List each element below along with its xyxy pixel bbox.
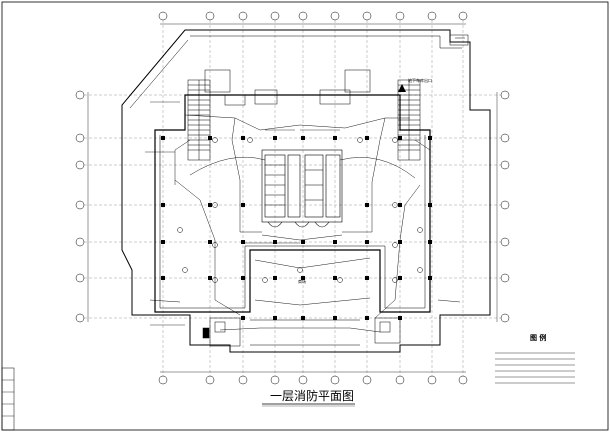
elevator-core [261, 149, 343, 228]
detector-symbols [177, 137, 423, 283]
entrance-area [202, 317, 401, 347]
top-right-notch [449, 34, 469, 46]
fire-alarm-wiring [149, 114, 461, 333]
tower-outline [154, 94, 431, 313]
left-leaders [145, 101, 340, 326]
right-axis-bubbles [500, 90, 510, 323]
stair-right [397, 79, 421, 161]
building-outline [121, 29, 491, 353]
area-label: 商场 [298, 278, 306, 284]
stair-left [187, 79, 211, 161]
dimension-lines [87, 23, 498, 373]
top-rooms [204, 69, 371, 106]
bottom-axis-bubbles [158, 375, 468, 385]
legend-title: 图 例 [530, 333, 546, 342]
grid-lines [84, 20, 501, 376]
drawing-title: 一层消防平面图 [270, 388, 354, 403]
stair-note: 地下车库出口 [408, 77, 432, 83]
legend: 图 例 [495, 333, 575, 384]
exit-arrow-icon [398, 84, 406, 92]
left-axis-bubbles [75, 90, 85, 323]
title-block-strip [1, 367, 15, 431]
top-axis-bubbles [158, 11, 468, 21]
